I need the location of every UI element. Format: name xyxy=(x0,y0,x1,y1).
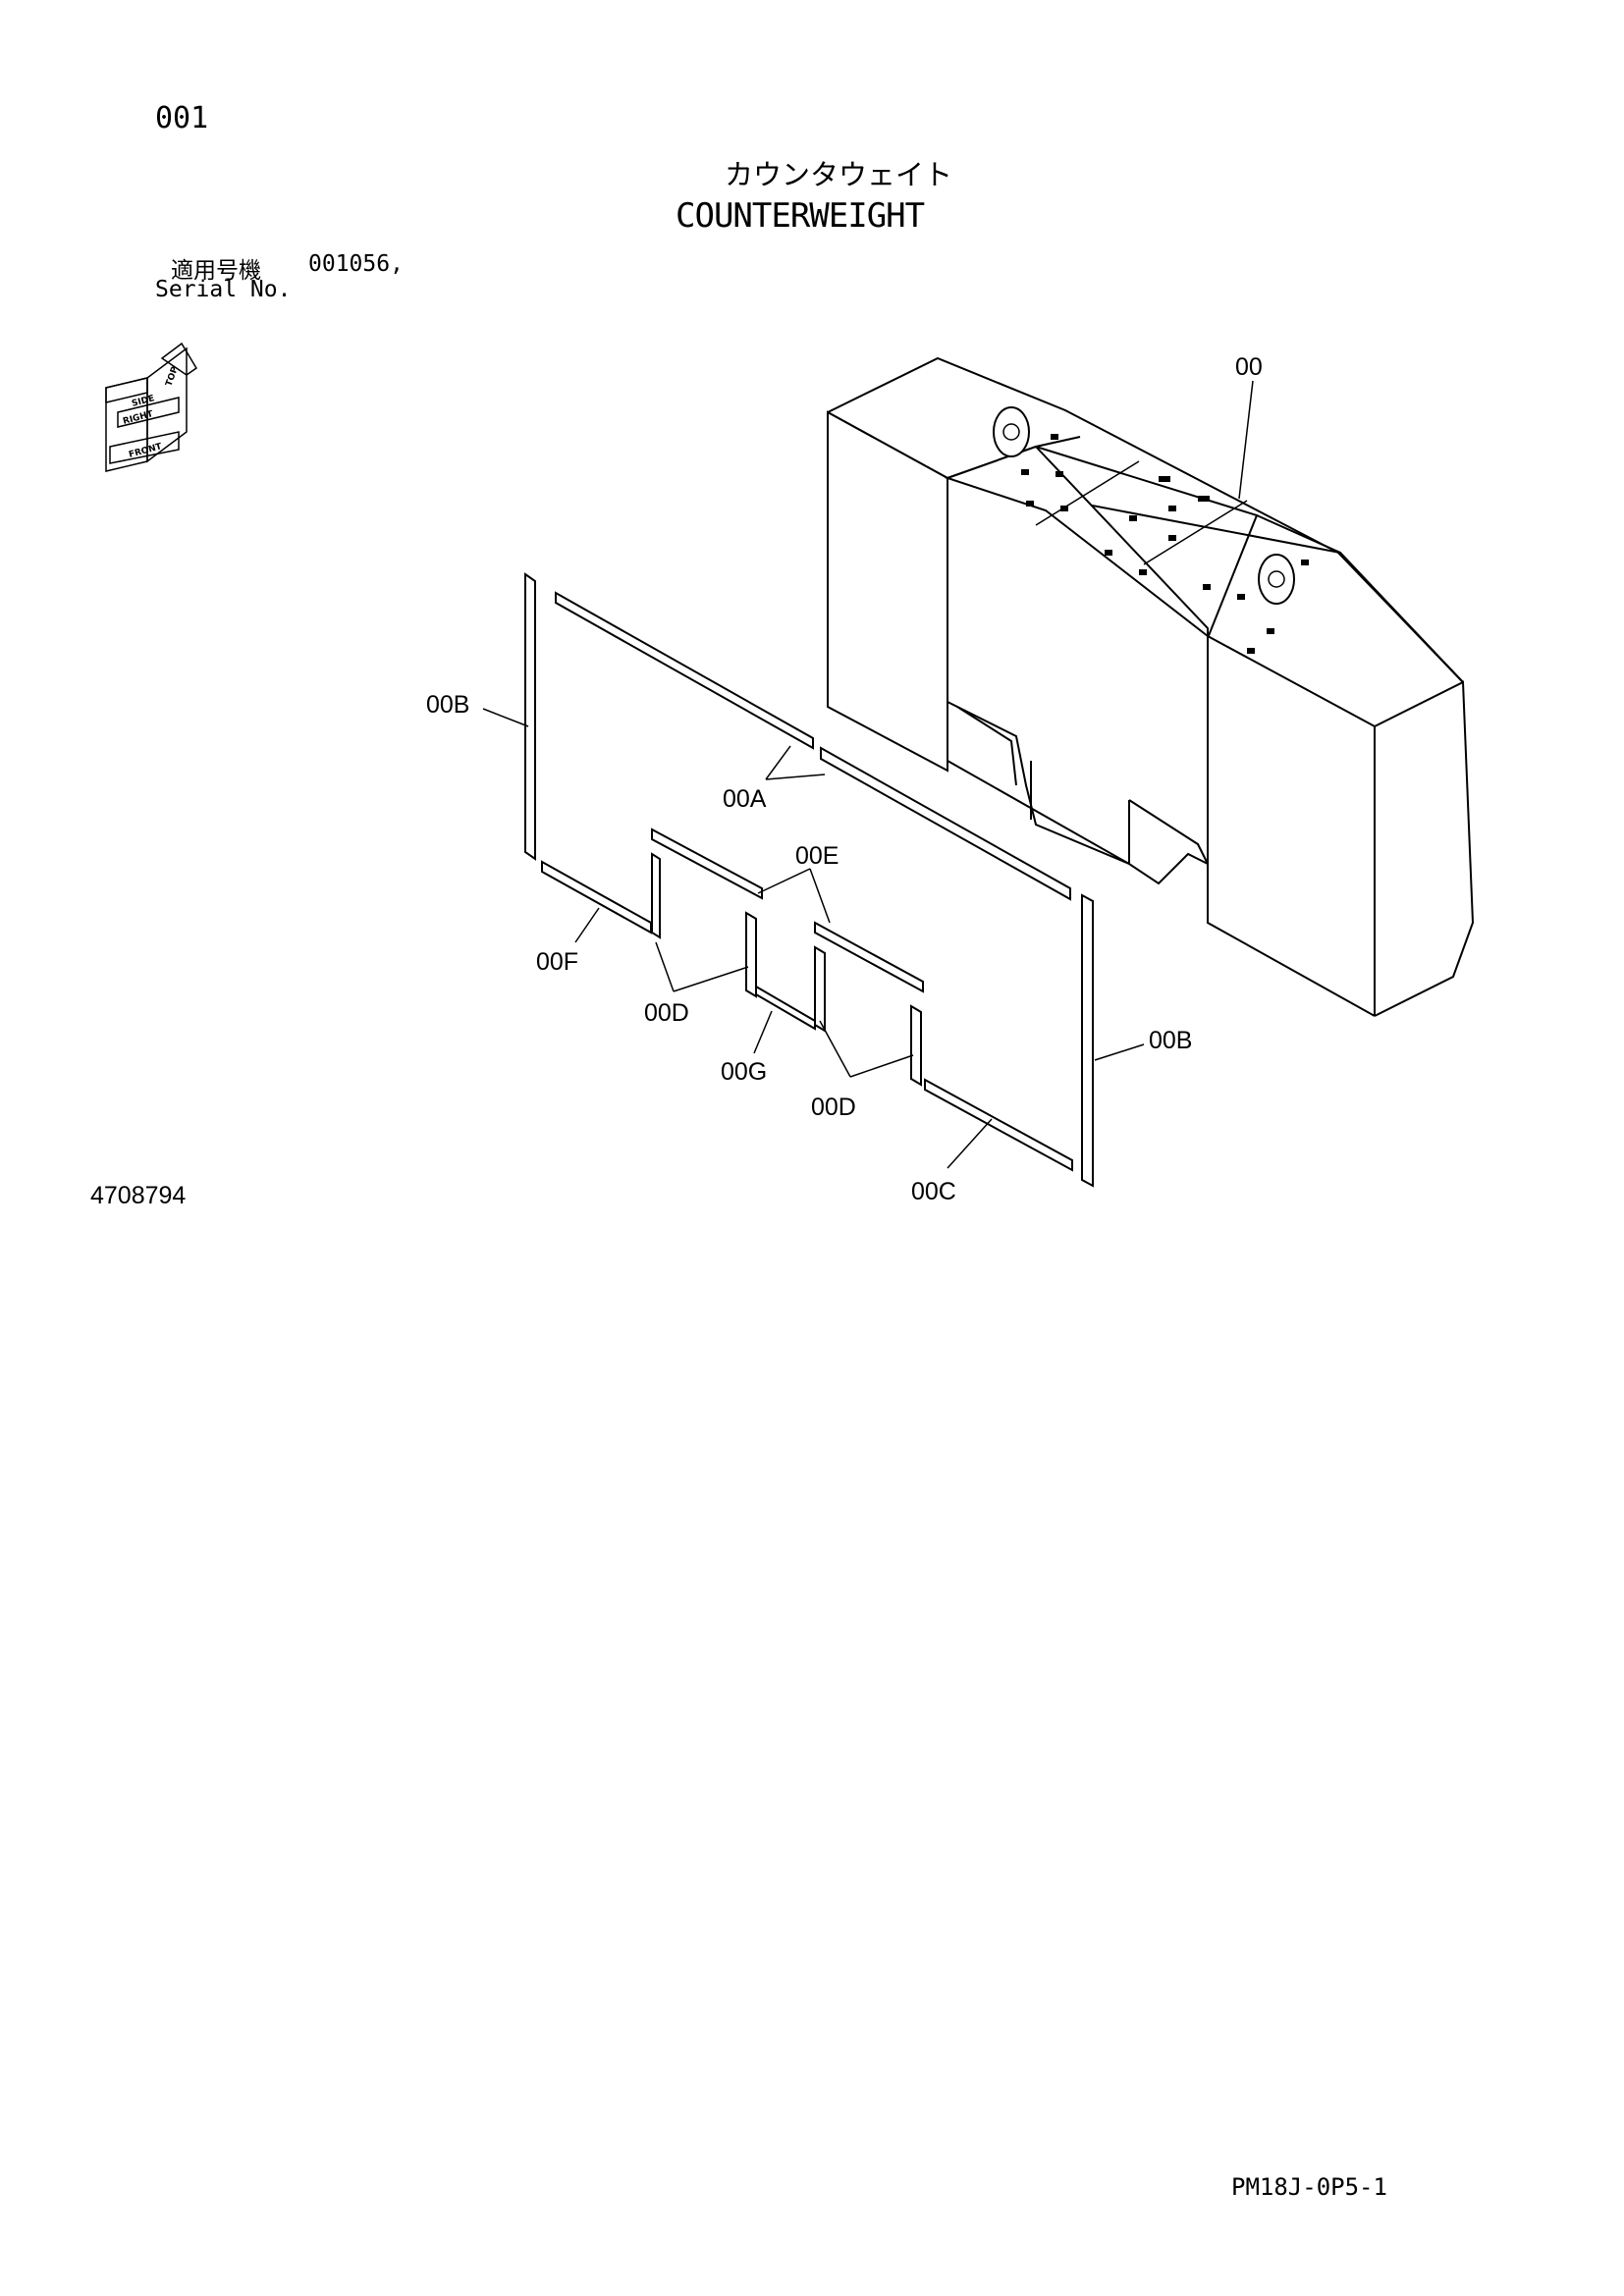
counterweight-body xyxy=(827,356,1475,1017)
title-english: COUNTERWEIGHT xyxy=(676,196,925,236)
orientation-label-front: FRONT xyxy=(128,442,164,460)
serial-label-english: Serial No. xyxy=(155,277,292,302)
title-japanese: カウンタウェイト xyxy=(725,158,953,191)
callout-00G: 00G xyxy=(721,1058,767,1086)
leader-lines xyxy=(482,380,1254,1169)
callout-00F: 00F xyxy=(536,948,578,976)
orientation-label-right: RIGHT xyxy=(122,409,155,427)
callout-00E: 00E xyxy=(795,842,839,870)
callout-00D-left: 00D xyxy=(644,999,689,1027)
callout-00C: 00C xyxy=(911,1178,956,1205)
callout-00: 00 xyxy=(1235,353,1263,381)
serial-value: 001056, xyxy=(308,251,404,277)
serial-label-japanese: 適用号機 xyxy=(171,258,261,284)
callout-00B-left: 00B xyxy=(426,691,469,719)
strip-parts xyxy=(524,572,1094,1188)
sheet-code: PM18J-0P5-1 xyxy=(1231,2173,1387,2201)
callout-00D-right: 00D xyxy=(811,1094,856,1121)
drawing-number: 4708794 xyxy=(90,1182,187,1209)
page-number: 001 xyxy=(155,101,209,135)
callout-labels: 00 00B 00A 00E 00F 00D 00G 00D 00B 00C xyxy=(426,353,1263,1205)
callout-00A: 00A xyxy=(723,785,767,813)
orientation-label-top: TOP xyxy=(164,365,181,388)
orientation-icon: TOP SIDE RIGHT FRONT xyxy=(105,342,198,472)
callout-00B-right: 00B xyxy=(1149,1027,1192,1054)
